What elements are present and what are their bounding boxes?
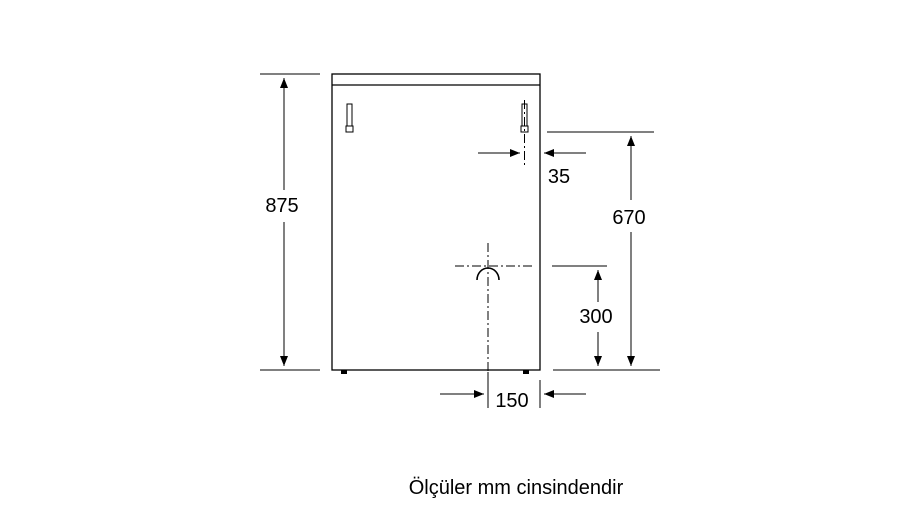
units-caption: Ölçüler mm cinsindendir	[408, 477, 624, 499]
connection-point	[455, 243, 535, 372]
dimension-35	[478, 140, 586, 166]
dimension-150-label: 150	[495, 390, 528, 412]
dimension-670	[547, 131, 660, 371]
dimension-300	[552, 265, 607, 366]
dimension-875-label: 875	[265, 195, 298, 217]
appliance-outline	[331, 73, 541, 371]
left-hose-hook	[345, 103, 354, 133]
appliance-feet	[341, 370, 529, 374]
dimension-35-label: 35	[548, 166, 570, 188]
dimension-300-label: 300	[579, 306, 612, 328]
connection-arc	[476, 267, 500, 281]
appliance-body	[331, 73, 541, 371]
dimension-670-label: 670	[612, 207, 645, 229]
dimension-150	[440, 372, 586, 408]
right-foot	[523, 370, 529, 374]
left-foot	[341, 370, 347, 374]
dimension-875	[260, 73, 320, 371]
right-hose-hook	[520, 100, 529, 168]
